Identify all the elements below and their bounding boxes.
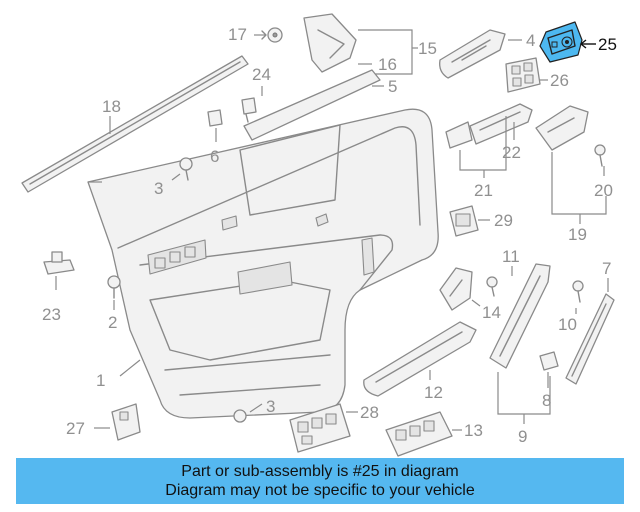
callout-21: 21 (474, 181, 493, 200)
callout-7: 7 (602, 259, 611, 278)
callout-2: 2 (108, 313, 117, 332)
callout-8: 8 (542, 391, 551, 410)
part-29-switch (449, 205, 479, 237)
callout-18: 18 (102, 97, 121, 116)
part-14-pull-handle (439, 267, 473, 311)
part-10-screw (572, 280, 584, 303)
callout-15: 15 (418, 39, 437, 58)
part-3-screw-lower (233, 409, 247, 423)
callout-26: 26 (550, 71, 569, 90)
part-8-clip (539, 351, 559, 371)
callout-5: 5 (388, 77, 397, 96)
callout-3-lower: 3 (266, 397, 275, 416)
part-4-handle-bezel (439, 29, 506, 79)
part-13-switch-panel (385, 411, 453, 457)
info-banner: Part or sub-assembly is #25 in diagram D… (16, 458, 624, 504)
part-3-screw-upper (179, 157, 193, 181)
callout-29: 29 (494, 211, 513, 230)
part-28-window-switch (289, 403, 351, 453)
callout-17: 17 (228, 25, 247, 44)
part-11-screw (486, 276, 498, 297)
part-21-22-handle-assembly (445, 103, 533, 149)
callout-16: 16 (378, 55, 397, 74)
callout-19: 19 (568, 225, 587, 244)
part-2-screw (107, 275, 121, 299)
part-17-clip (267, 27, 283, 43)
part-27-bracket (111, 403, 141, 441)
part-7-trim-strip (565, 293, 615, 385)
callout-12: 12 (424, 383, 443, 402)
part-6-clip (207, 109, 223, 127)
part-18-weatherstrip (21, 55, 249, 193)
callout-10: 10 (558, 315, 577, 334)
callout-1: 1 (96, 371, 105, 390)
part-19-inner-handle (535, 105, 589, 151)
banner-line-2: Diagram may not be specific to your vehi… (165, 482, 475, 499)
callout-4: 4 (526, 31, 535, 50)
callout-11: 11 (502, 247, 520, 266)
part-9-long-trim (489, 263, 551, 369)
part-1-door-trim-panel (87, 108, 439, 419)
callout-24: 24 (252, 65, 271, 84)
callout-6: 6 (210, 147, 219, 166)
part-26-switch (505, 57, 541, 93)
callout-20: 20 (594, 181, 613, 200)
part-16-mirror-cover (303, 13, 357, 73)
part-20-screw (594, 144, 606, 167)
part-24-clip (241, 97, 257, 123)
part-5-garnish (243, 69, 381, 141)
callout-22: 22 (502, 143, 521, 162)
part-25-highlighted-switch (539, 21, 583, 63)
callout-28: 28 (360, 403, 379, 422)
callout-23: 23 (42, 305, 61, 324)
callout-9: 9 (518, 427, 527, 446)
part-12-armrest-trim (363, 321, 477, 397)
callout-25: 25 (598, 35, 617, 54)
banner-line-1: Part or sub-assembly is #25 in diagram (181, 463, 459, 480)
callout-3-upper: 3 (154, 179, 163, 198)
part-23-clip (43, 251, 75, 275)
callout-27: 27 (66, 419, 85, 438)
callout-13: 13 (464, 421, 483, 440)
callout-14: 14 (482, 303, 501, 322)
